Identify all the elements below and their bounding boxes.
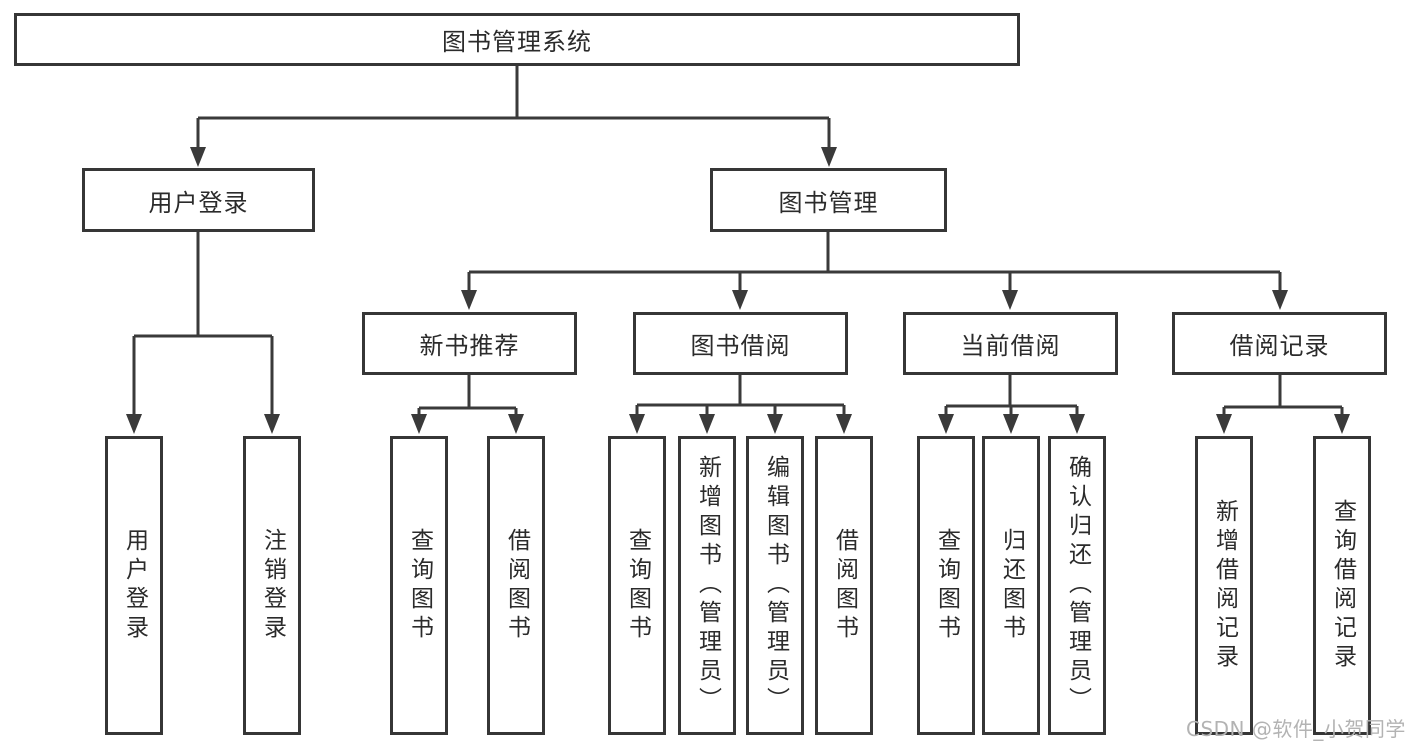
arrowhead	[1069, 414, 1085, 434]
edge-book-management-split	[467, 232, 1282, 292]
leaf-borrow-books-1: 借阅图书	[487, 436, 545, 735]
edge-book-borrowing-split	[635, 375, 846, 416]
edge-borrowing-records-split	[1222, 375, 1344, 416]
leaf-label: 注销登录	[259, 527, 286, 644]
node-root-label: 图书管理系统	[442, 28, 592, 56]
leaf-label: 查询图书	[406, 527, 433, 644]
arrowhead	[1002, 290, 1018, 310]
arrowhead	[264, 414, 280, 434]
leaf-query-books-3: 查询图书	[917, 436, 975, 735]
arrowhead	[411, 414, 427, 434]
arrowhead	[821, 147, 837, 167]
edge-current-borrowing-split	[944, 375, 1079, 416]
arrowhead	[461, 290, 477, 310]
arrowhead	[699, 414, 715, 434]
arrowhead	[629, 414, 645, 434]
arrowhead	[732, 290, 748, 310]
node-user-login-label: 用户登录	[148, 188, 249, 217]
leaf-label: 新增图书（管理员）	[694, 455, 721, 716]
node-book-borrowing: 图书借阅	[633, 312, 848, 375]
leaf-add-borrow-record: 新增借阅记录	[1195, 436, 1253, 735]
arrowhead	[1334, 414, 1350, 434]
leaf-user-login: 用户登录	[105, 436, 163, 735]
edge-root-split	[196, 66, 831, 149]
node-new-book-recommend-label: 新书推荐	[419, 332, 520, 360]
arrowhead	[126, 414, 142, 434]
node-borrowing-records: 借阅记录	[1172, 312, 1387, 375]
leaf-label: 确认归还（管理员）	[1064, 455, 1091, 716]
leaf-confirm-return-admin: 确认归还（管理员）	[1048, 436, 1106, 735]
node-book-management-label: 图书管理	[778, 188, 879, 217]
arrowhead	[190, 147, 206, 167]
leaf-label: 查询借阅记录	[1329, 498, 1356, 673]
node-borrowing-records-label: 借阅记录	[1229, 332, 1330, 360]
edge-new-book-split	[417, 375, 518, 416]
leaf-edit-books-admin: 编辑图书（管理员）	[746, 436, 804, 735]
node-current-borrowing: 当前借阅	[903, 312, 1118, 375]
leaf-borrow-books-2: 借阅图书	[815, 436, 873, 735]
node-current-borrowing-label: 当前借阅	[960, 332, 1061, 360]
node-root: 图书管理系统	[14, 13, 1020, 66]
leaf-query-books-1: 查询图书	[390, 436, 448, 735]
arrowhead	[1216, 414, 1232, 434]
node-user-login: 用户登录	[82, 168, 315, 232]
arrowhead	[836, 414, 852, 434]
leaf-logout: 注销登录	[243, 436, 301, 735]
leaf-query-borrow-record: 查询借阅记录	[1313, 436, 1371, 735]
leaf-label: 编辑图书（管理员）	[762, 455, 789, 716]
arrowhead	[508, 414, 524, 434]
leaf-label: 借阅图书	[831, 527, 858, 644]
leaf-label: 归还图书	[998, 527, 1025, 644]
leaf-label: 查询图书	[624, 527, 651, 644]
arrowhead	[938, 414, 954, 434]
leaf-add-books-admin: 新增图书（管理员）	[678, 436, 736, 735]
edge-user-login-split	[132, 232, 274, 416]
leaf-label: 新增借阅记录	[1211, 498, 1238, 673]
node-book-management: 图书管理	[710, 168, 947, 232]
leaf-return-books: 归还图书	[982, 436, 1040, 735]
leaf-label: 查询图书	[933, 527, 960, 644]
leaf-query-books-2: 查询图书	[608, 436, 666, 735]
arrowhead	[767, 414, 783, 434]
leaf-label: 借阅图书	[503, 527, 530, 644]
arrowhead	[1272, 290, 1288, 310]
leaf-label: 用户登录	[121, 527, 148, 644]
arrowhead	[1003, 414, 1019, 434]
watermark: CSDN @软件_小贺同学	[1186, 717, 1405, 741]
node-new-book-recommend: 新书推荐	[362, 312, 577, 375]
node-book-borrowing-label: 图书借阅	[690, 332, 791, 360]
